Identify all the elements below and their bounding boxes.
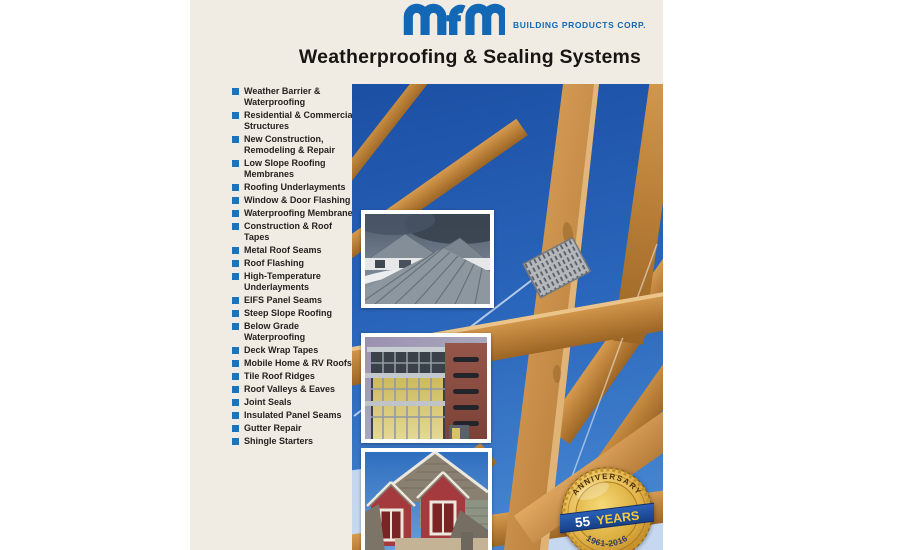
- metal-roof-illustration: [365, 214, 490, 304]
- brochure-page: BUILDING PRODUCTS CORP. Weatherproofing …: [190, 0, 663, 550]
- list-item: Waterproofing Membranes: [232, 208, 360, 219]
- commercial-building-illustration: [365, 337, 487, 439]
- square-bullet-icon: [232, 297, 239, 304]
- logo: BUILDING PRODUCTS CORP.: [403, 3, 646, 35]
- square-bullet-icon: [232, 273, 239, 280]
- list-item: Residential & Commercial Structures: [232, 110, 360, 132]
- badge-ribbon: 55 YEARS: [556, 502, 658, 534]
- list-item: EIFS Panel Seams: [232, 295, 360, 306]
- square-bullet-icon: [232, 112, 239, 119]
- square-bullet-icon: [232, 260, 239, 267]
- wood-framing-scene: [352, 84, 663, 550]
- mfm-logo-icon: [403, 3, 505, 35]
- list-item: Below Grade Waterproofing: [232, 321, 360, 343]
- logo-tagline: BUILDING PRODUCTS CORP.: [513, 20, 647, 30]
- list-item: Insulated Panel Seams: [232, 410, 360, 421]
- main-photo-wood-framing: ANNIVERSARY 1961-2016 55 YEARS: [352, 84, 663, 550]
- square-bullet-icon: [232, 310, 239, 317]
- list-item: New Construction, Remodeling & Repair: [232, 134, 360, 156]
- svg-text:1961-2016: 1961-2016: [585, 533, 630, 549]
- list-item: Shingle Starters: [232, 436, 360, 447]
- residential-house-illustration: [365, 452, 488, 550]
- inset-photo-commercial-building: [361, 333, 491, 443]
- anniversary-badge: ANNIVERSARY 1961-2016 55 YEARS: [556, 466, 658, 550]
- inset-photo-residential-house: [361, 448, 492, 550]
- anniversary-badge-medallion: ANNIVERSARY 1961-2016 55 YEARS: [556, 467, 658, 550]
- list-item: Metal Roof Seams: [232, 245, 360, 256]
- badge-date-range: 1961-2016: [585, 533, 629, 549]
- list-item: Gutter Repair: [232, 423, 360, 434]
- list-item: Roof Valleys & Eaves: [232, 384, 360, 395]
- square-bullet-icon: [232, 425, 239, 432]
- square-bullet-icon: [232, 136, 239, 143]
- badge-years-word: YEARS: [596, 509, 640, 528]
- list-item: Window & Door Flashing: [232, 195, 360, 206]
- list-item: Mobile Home & RV Roofs: [232, 358, 360, 369]
- svg-text:55 YEARS: 55 YEARS: [574, 507, 640, 532]
- square-bullet-icon: [232, 373, 239, 380]
- square-bullet-icon: [232, 438, 239, 445]
- list-item: Low Slope Roofing Membranes: [232, 158, 360, 180]
- product-list: Weather Barrier & Waterproofing Resident…: [232, 86, 360, 449]
- square-bullet-icon: [232, 386, 239, 393]
- badge-years-number: 55: [574, 514, 591, 531]
- list-item: Tile Roof Ridges: [232, 371, 360, 382]
- list-item: High-Temperature Underlayments: [232, 271, 360, 293]
- square-bullet-icon: [232, 347, 239, 354]
- truss-connector-plate: [521, 236, 592, 299]
- square-bullet-icon: [232, 247, 239, 254]
- inset-photo-metal-roof: [361, 210, 494, 308]
- list-item: Weather Barrier & Waterproofing: [232, 86, 360, 108]
- square-bullet-icon: [232, 360, 239, 367]
- list-item: Roof Flashing: [232, 258, 360, 269]
- list-item: Construction & Roof Tapes: [232, 221, 360, 243]
- square-bullet-icon: [232, 223, 239, 230]
- square-bullet-icon: [232, 88, 239, 95]
- page-title: Weatherproofing & Sealing Systems: [298, 46, 642, 68]
- square-bullet-icon: [232, 210, 239, 217]
- list-item: Steep Slope Roofing: [232, 308, 360, 319]
- square-bullet-icon: [232, 412, 239, 419]
- square-bullet-icon: [232, 323, 239, 330]
- list-item: Roofing Underlayments: [232, 182, 360, 193]
- square-bullet-icon: [232, 399, 239, 406]
- list-item: Joint Seals: [232, 397, 360, 408]
- list-item: Deck Wrap Tapes: [232, 345, 360, 356]
- square-bullet-icon: [232, 197, 239, 204]
- square-bullet-icon: [232, 184, 239, 191]
- square-bullet-icon: [232, 160, 239, 167]
